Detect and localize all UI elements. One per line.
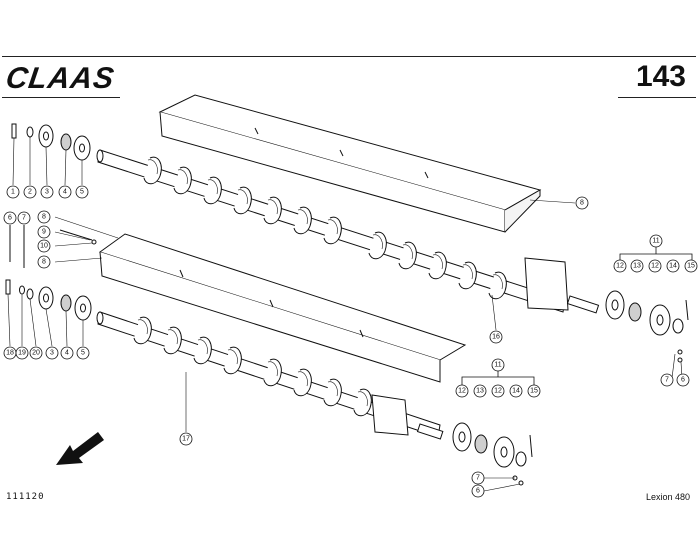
lower-cover-strip (98, 233, 467, 383)
page-number-underline (618, 97, 696, 98)
svg-text:4: 4 (63, 189, 67, 196)
callout-19[interactable]: 19 (15, 346, 29, 360)
svg-text:7: 7 (22, 215, 26, 222)
right-bearing-kit-lower (452, 422, 533, 486)
callout-2[interactable]: 2 (23, 185, 37, 199)
svg-text:16: 16 (492, 334, 500, 341)
svg-text:17: 17 (182, 436, 190, 443)
svg-text:9: 9 (42, 229, 46, 236)
callout-12-lower-b[interactable]: 12 (491, 384, 505, 398)
sheet-frame (2, 56, 696, 507)
callout-10[interactable]: 10 (37, 239, 51, 253)
callout-5-lower[interactable]: 5 (76, 346, 90, 360)
callout-13-lower[interactable]: 13 (473, 384, 487, 398)
callout-3[interactable]: 3 (40, 185, 54, 199)
callout-14-lower[interactable]: 14 (509, 384, 523, 398)
svg-text:2: 2 (28, 189, 32, 196)
direction-arrow-icon (56, 432, 104, 465)
svg-text:6: 6 (681, 377, 685, 384)
svg-text:18: 18 (6, 350, 14, 357)
callout-12-upper-b[interactable]: 12 (648, 259, 662, 273)
svg-text:5: 5 (80, 189, 84, 196)
callout-17[interactable]: 17 (179, 432, 193, 446)
callout-3-lower[interactable]: 3 (45, 346, 59, 360)
callout-8[interactable]: 8 (37, 210, 51, 224)
svg-text:8: 8 (42, 214, 46, 221)
callout-8-lower[interactable]: 8 (37, 255, 51, 269)
callout-11-lower[interactable]: 11 (491, 358, 505, 372)
callout-6[interactable]: 6 (3, 211, 17, 225)
svg-text:11: 11 (652, 238, 659, 245)
svg-text:5: 5 (81, 350, 85, 357)
callout-14-upper[interactable]: 14 (666, 259, 680, 273)
callout-4-lower[interactable]: 4 (60, 346, 74, 360)
svg-text:19: 19 (18, 350, 26, 357)
callout-1[interactable]: 1 (6, 185, 20, 199)
callout-6-upper-kit[interactable]: 6 (676, 373, 690, 387)
callout-16[interactable]: 16 (489, 330, 503, 344)
svg-text:14: 14 (512, 388, 520, 395)
svg-text:15: 15 (530, 388, 538, 395)
callout-20[interactable]: 20 (29, 346, 43, 360)
svg-text:12: 12 (458, 388, 466, 395)
upper-auger (96, 149, 600, 314)
callout-13-upper[interactable]: 13 (630, 259, 644, 273)
upper-cover-strip (158, 94, 542, 233)
callout-12-lower-a[interactable]: 12 (455, 384, 469, 398)
svg-text:8: 8 (42, 259, 46, 266)
svg-text:7: 7 (665, 377, 669, 384)
callout-7-upper-kit[interactable]: 7 (660, 373, 674, 387)
svg-text:14: 14 (669, 263, 677, 270)
svg-text:6: 6 (8, 215, 12, 222)
svg-text:11: 11 (494, 362, 501, 369)
page-number: 143 (635, 60, 686, 93)
right-bearing-kit-upper (605, 290, 689, 363)
svg-text:8: 8 (580, 200, 584, 207)
callout-15-upper[interactable]: 15 (684, 259, 698, 273)
svg-text:3: 3 (50, 350, 54, 357)
svg-text:12: 12 (494, 388, 502, 395)
callout-12-upper-a[interactable]: 12 (613, 259, 627, 273)
svg-text:20: 20 (32, 350, 40, 357)
callout-6-lower-kit[interactable]: 6 (471, 484, 485, 498)
left-hardware-lower (5, 225, 97, 321)
callout-15-lower[interactable]: 15 (527, 384, 541, 398)
logo-underline (2, 97, 120, 98)
callout-7[interactable]: 7 (17, 211, 31, 225)
svg-text:10: 10 (40, 243, 48, 250)
callout-5[interactable]: 5 (75, 185, 89, 199)
left-hardware-upper (11, 123, 91, 161)
svg-text:4: 4 (65, 350, 69, 357)
svg-text:7: 7 (476, 475, 480, 482)
lower-auger (96, 311, 444, 440)
callout-9[interactable]: 9 (37, 225, 51, 239)
callout-4[interactable]: 4 (58, 185, 72, 199)
svg-text:12: 12 (616, 263, 624, 270)
svg-text:12: 12 (651, 263, 659, 270)
svg-text:1: 1 (11, 189, 15, 196)
svg-text:3: 3 (45, 189, 49, 196)
callout-11-upper[interactable]: 11 (649, 234, 663, 248)
callout-8-upper-strip[interactable]: 8 (575, 196, 589, 210)
machine-model: Lexion 480 (645, 492, 690, 502)
leader-lines (7, 137, 683, 492)
drawing-code: 111120 (6, 492, 45, 502)
callout-group: 1 2 3 4 5 6 7 8 9 10 8 18 19 20 3 4 5 8 … (3, 185, 698, 498)
svg-text:15: 15 (687, 263, 695, 270)
svg-text:13: 13 (476, 388, 484, 395)
svg-text:13: 13 (633, 263, 641, 270)
callout-7-lower-kit[interactable]: 7 (471, 471, 485, 485)
svg-text:6: 6 (476, 488, 480, 495)
callout-18[interactable]: 18 (3, 346, 17, 360)
